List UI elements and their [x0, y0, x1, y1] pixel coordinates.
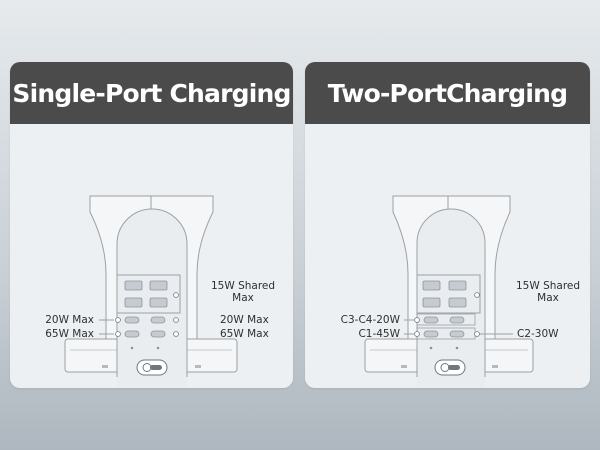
marker-dot [115, 331, 121, 337]
right-port-label-2: C2-30W [517, 328, 559, 340]
single-port-panel: Single-Port Charging [10, 62, 293, 388]
usb-a-port [149, 297, 168, 308]
marker-dot [173, 317, 179, 323]
panel-title: Single-Port Charging [10, 62, 293, 124]
usb-a-group [116, 274, 181, 314]
two-port-panel: Two-PortCharging [305, 62, 590, 388]
usb-c-port [150, 316, 166, 324]
usb-a-shared-label: 15W Shared Max [516, 280, 581, 304]
usb-c-port [150, 330, 166, 338]
right-port-label-2: 65W Max [220, 328, 269, 340]
usb-a-port [124, 280, 143, 291]
usb-c-port [124, 316, 140, 324]
left-port-label-2: C1-45W [358, 328, 400, 340]
usb-c-port [449, 316, 465, 324]
usb-a-port [149, 280, 168, 291]
usb-a-port [422, 280, 441, 291]
marker-dot [173, 331, 179, 337]
marker-dot [414, 331, 420, 337]
right-port-label-1: 20W Max [220, 314, 269, 326]
charging-tower-illustration [364, 195, 534, 388]
usb-a-port [448, 280, 467, 291]
usb-a-group [416, 274, 481, 314]
usb-c-port [423, 316, 439, 324]
left-port-label-2: 65W Max [45, 328, 94, 340]
usb-c-port [124, 330, 140, 338]
usb-a-port [124, 297, 143, 308]
marker-dot [173, 292, 179, 298]
marker-dot [115, 317, 121, 323]
usb-c-port [423, 330, 439, 338]
left-port-label-1: 20W Max [45, 314, 94, 326]
marker-dot [414, 317, 420, 323]
usb-a-port [422, 297, 441, 308]
usb-a-port [448, 297, 467, 308]
marker-dot [474, 292, 480, 298]
charging-tower-illustration [64, 195, 238, 388]
marker-dot [474, 331, 480, 337]
left-port-label-1: C3-C4-20W [340, 314, 400, 326]
panel-title: Two-PortCharging [305, 62, 590, 124]
usb-a-shared-label: 15W Shared Max [211, 280, 276, 304]
usb-c-port [449, 330, 465, 338]
